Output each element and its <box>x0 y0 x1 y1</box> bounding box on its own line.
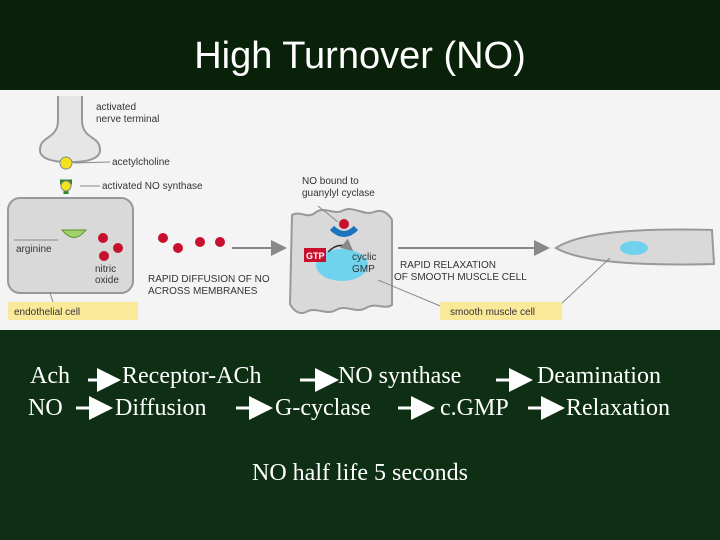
label-no-bound-to: NO bound to <box>302 176 359 187</box>
flow-item: Deamination <box>537 363 661 389</box>
no-molecule <box>99 251 109 261</box>
flow-item: Receptor-ACh <box>122 363 262 389</box>
label-rapid-diffusion: RAPID DIFFUSION OF NO <box>148 274 270 285</box>
diagram-panel: activated nerve terminal acetylcholine a… <box>0 90 720 330</box>
label-rapid-relaxation: RAPID RELAXATION <box>400 260 496 271</box>
nerve-terminal <box>38 96 102 164</box>
flow-item: Ach <box>30 363 70 389</box>
receptor-ligand <box>60 180 72 192</box>
half-life-note: NO half life 5 seconds <box>252 460 468 486</box>
nucleus-relaxed <box>620 241 648 255</box>
no-molecule <box>215 237 225 247</box>
flow-item: NO <box>28 395 63 421</box>
flow-item: Diffusion <box>115 395 207 421</box>
flow-item: G-cyclase <box>275 395 371 421</box>
label-guanylyl-cyclase: guanylyl cyclase <box>302 188 375 199</box>
no-molecule <box>113 243 123 253</box>
nucleus <box>316 249 368 281</box>
label-gmp: GMP <box>352 264 375 275</box>
label-nerve-terminal: nerve terminal <box>96 114 159 125</box>
label-gtp: GTP <box>306 251 325 261</box>
flow-row-2-arrows <box>76 396 565 420</box>
gtp-to-cgmp-arrow <box>327 238 354 253</box>
no-synthase-enzyme <box>60 229 88 238</box>
acetylcholine-molecule <box>59 156 73 170</box>
endothelial-cell <box>7 197 134 294</box>
flow-row-1: Ach Receptor-ACh NO synthase Deamination <box>0 363 720 393</box>
label-nitric: nitric <box>95 264 116 275</box>
flow-row-2: NO Diffusion G-cyclase c.GMP Relaxation <box>0 395 720 425</box>
no-molecule <box>98 233 108 243</box>
label-acetylcholine: acetylcholine <box>112 157 170 168</box>
label-endothelial-cell: endothelial cell <box>14 307 80 318</box>
label-cyclic: cyclic <box>352 252 376 263</box>
label-arginine: arginine <box>16 244 52 255</box>
label-activated: activated <box>96 102 136 113</box>
no-molecule <box>195 237 205 247</box>
label-activated-no-synthase: activated NO synthase <box>102 181 203 192</box>
no-signaling-diagram: activated nerve terminal acetylcholine a… <box>7 96 716 320</box>
no-bound-molecule <box>339 219 349 229</box>
flow-item: NO synthase <box>338 363 462 389</box>
label-of-smooth-muscle-cell: OF SMOOTH MUSCLE CELL <box>394 272 527 283</box>
gtp-box <box>304 248 326 262</box>
no-molecule <box>158 233 168 243</box>
flow-item: Relaxation <box>566 395 670 421</box>
no-molecule <box>173 243 183 253</box>
slide-title: High Turnover (NO) <box>194 35 526 77</box>
label-across-membranes: ACROSS MEMBRANES <box>148 286 258 297</box>
label-oxide: oxide <box>95 275 119 286</box>
flow-item: c.GMP <box>440 395 509 421</box>
smooth-muscle-label-box <box>440 302 562 320</box>
endothelial-label-box <box>8 302 138 320</box>
label-smooth-muscle-cell: smooth muscle cell <box>450 307 535 318</box>
guanylyl-cyclase-receptor <box>329 225 359 237</box>
title-band <box>0 0 720 90</box>
flow-row-1-arrows <box>88 368 533 392</box>
